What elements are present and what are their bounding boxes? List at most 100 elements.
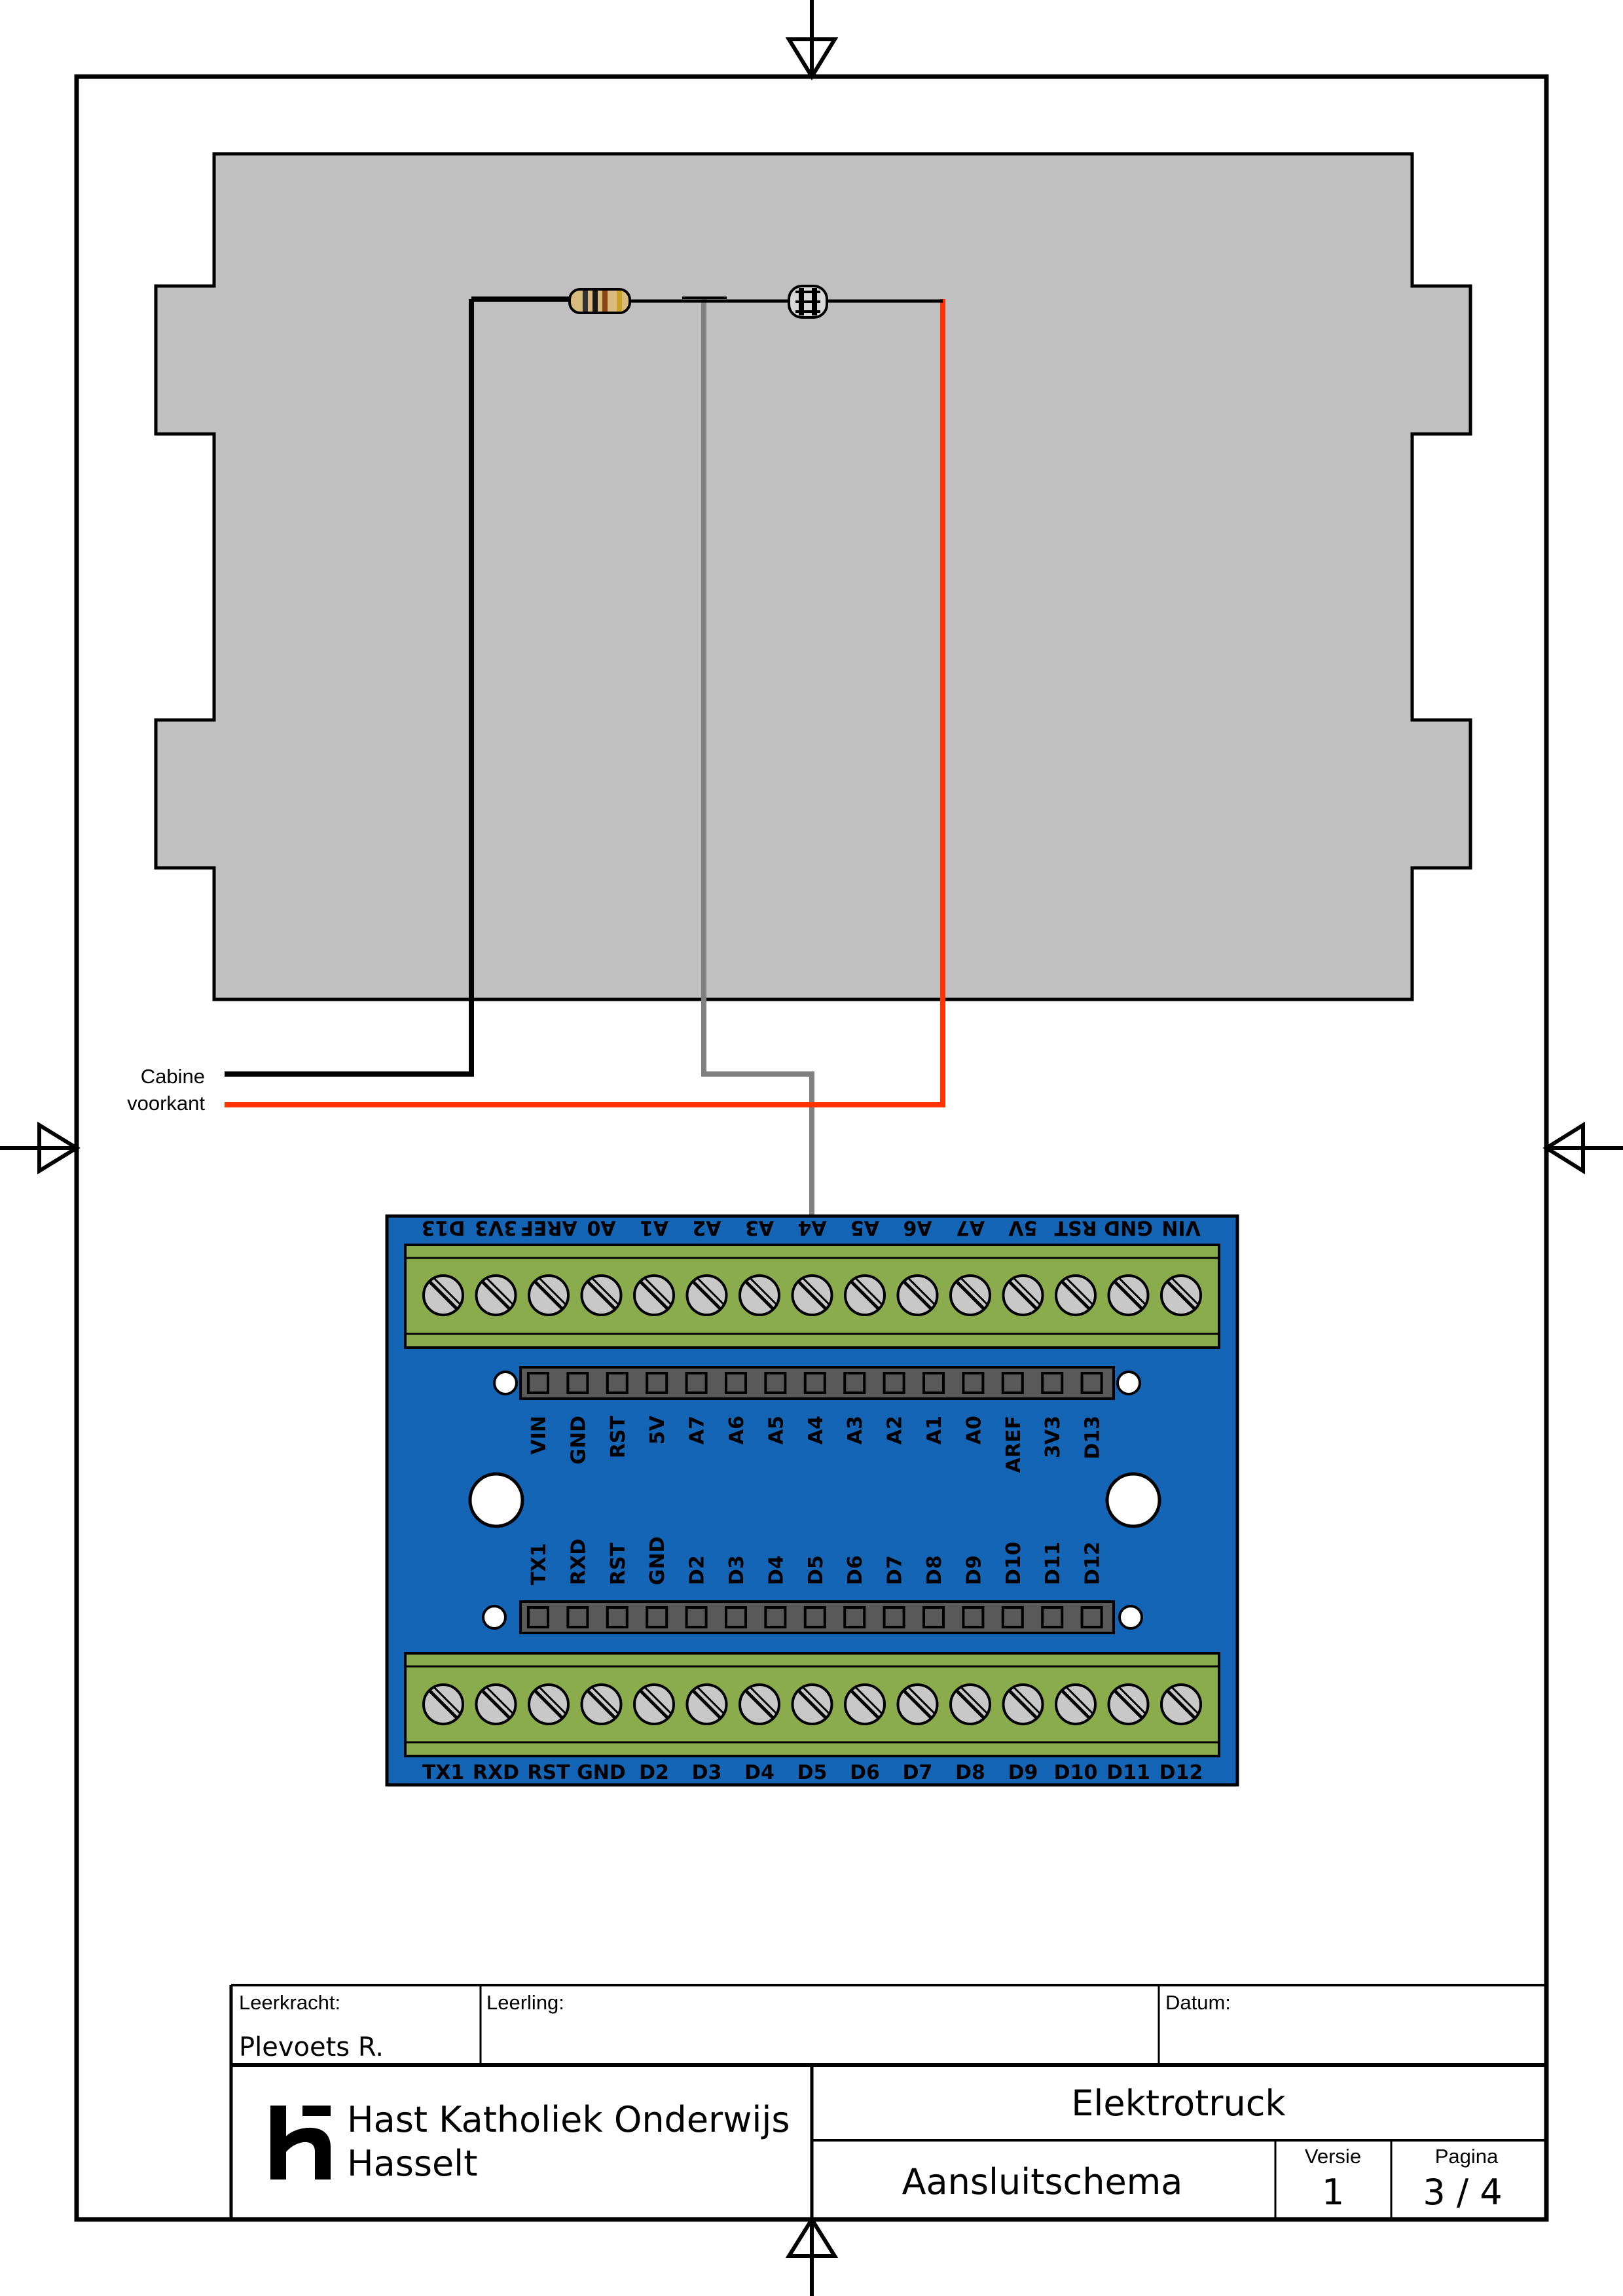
top-header-label: AREF <box>1002 1416 1025 1473</box>
screw-slot <box>1061 1690 1090 1719</box>
screw-slot <box>481 1281 511 1310</box>
top-header-label: 3V3 <box>1042 1416 1065 1458</box>
bottom-header-label: D5 <box>805 1555 828 1585</box>
bottom-terminal-label: RXD <box>473 1761 519 1784</box>
screw-slot <box>802 1686 830 1715</box>
screw-slot <box>1171 1277 1199 1306</box>
mount-dot <box>482 1605 507 1630</box>
top-terminal-label: A7 <box>956 1216 985 1239</box>
version-value: 1 <box>1322 2172 1344 2213</box>
header-pin <box>606 1606 629 1628</box>
top-header-label: 5V <box>646 1415 669 1444</box>
top-header-label: D13 <box>1082 1416 1104 1460</box>
top-terminal-label: 5V <box>1008 1216 1038 1239</box>
bottom-terminal-label: D9 <box>1008 1761 1038 1784</box>
screw-slot <box>697 1686 725 1715</box>
screw-slot <box>587 1281 616 1310</box>
top-header-label: A6 <box>725 1416 748 1444</box>
screw-slot <box>749 1686 778 1715</box>
screw-slot <box>429 1281 458 1310</box>
drawing-title: Aansluitschema <box>902 2161 1183 2202</box>
screw-slot <box>745 1281 774 1310</box>
header-pin <box>803 1372 826 1394</box>
bottom-terminal-label: D4 <box>744 1761 775 1784</box>
wire-ground <box>225 299 474 1077</box>
screw-slot <box>640 1690 668 1719</box>
bottom-terminal-label: D2 <box>639 1761 669 1784</box>
bottom-terminal-label: D12 <box>1159 1761 1203 1784</box>
bottom-header-label: D2 <box>686 1555 709 1585</box>
screw-slot <box>640 1281 668 1310</box>
bottom-terminal-label: D7 <box>903 1761 933 1784</box>
top-header-label: A7 <box>686 1416 709 1444</box>
bottom-header-label: D6 <box>844 1555 867 1585</box>
screw-slot <box>433 1686 462 1715</box>
bottom-terminal-label: GND <box>577 1761 626 1784</box>
screw-slot <box>907 1277 936 1306</box>
top-header-label: A4 <box>805 1416 828 1444</box>
top-terminal-label: AREF <box>520 1216 577 1239</box>
mounting-hole-left <box>468 1472 524 1528</box>
top-header-label: RST <box>607 1415 630 1458</box>
bottom-terminal-label: RST <box>527 1761 570 1784</box>
date-label: Datum: <box>1165 1991 1231 2014</box>
screw-slot <box>1118 1686 1146 1715</box>
screw-slot <box>850 1281 879 1310</box>
screw-slot <box>1114 1690 1143 1719</box>
project-title: Elektrotruck <box>1071 2083 1286 2124</box>
student-label: Leerling: <box>486 1991 564 2014</box>
top-screws <box>422 1274 1202 1316</box>
header-pin <box>527 1372 549 1394</box>
screw-slot <box>1065 1277 1094 1306</box>
screw-slot <box>486 1686 514 1715</box>
screw-slot <box>1167 1690 1195 1719</box>
screw-slot <box>534 1281 563 1310</box>
screw-slot <box>591 1686 619 1715</box>
screw-slot <box>644 1686 672 1715</box>
header-pin <box>646 1372 668 1394</box>
school-logo <box>270 2106 331 2179</box>
screw-slot <box>956 1281 985 1310</box>
screw-slot <box>1065 1686 1094 1715</box>
school-name-line2: Hasselt <box>347 2143 477 2184</box>
cable-label-line1: Cabine <box>141 1065 205 1088</box>
header-pin <box>1080 1606 1103 1628</box>
top-terminal-label: RST <box>1054 1216 1097 1239</box>
top-terminal-label: A4 <box>797 1216 826 1239</box>
top-terminal-label: A2 <box>692 1216 721 1239</box>
top-header-label: A1 <box>923 1416 946 1444</box>
page-value: 3 / 4 <box>1423 2172 1502 2213</box>
top-header-pins <box>527 1372 1103 1394</box>
header-pin <box>1001 1606 1024 1628</box>
top-terminal-label: A5 <box>850 1216 879 1239</box>
screw-slot <box>960 1686 989 1715</box>
top-terminal-label: A6 <box>903 1216 932 1239</box>
header-pin <box>843 1606 866 1628</box>
header-pin <box>725 1606 747 1628</box>
screw-slot <box>802 1277 830 1306</box>
bottom-terminal-label: TX1 <box>422 1761 464 1784</box>
mount-dot <box>1116 1371 1141 1395</box>
school-name-line1: Hast Katholiek Onderwijs <box>347 2099 790 2140</box>
screw-slot <box>538 1277 567 1306</box>
bottom-header-label: D9 <box>962 1555 985 1585</box>
header-pin <box>1080 1372 1103 1394</box>
bottom-header-label: D11 <box>1042 1541 1065 1585</box>
header-pin <box>803 1606 826 1628</box>
header-pin <box>646 1606 668 1628</box>
screw-slot <box>854 1686 883 1715</box>
top-terminal-label: GND <box>1104 1216 1153 1239</box>
screw-slot <box>797 1690 827 1719</box>
screw-slot <box>903 1690 932 1719</box>
header-pin <box>922 1606 945 1628</box>
header-pin <box>962 1372 985 1394</box>
header-pin <box>883 1606 905 1628</box>
bottom-screws <box>422 1683 1202 1725</box>
top-terminal-label: A3 <box>745 1216 774 1239</box>
bottom-terminal-label: D10 <box>1054 1761 1098 1784</box>
